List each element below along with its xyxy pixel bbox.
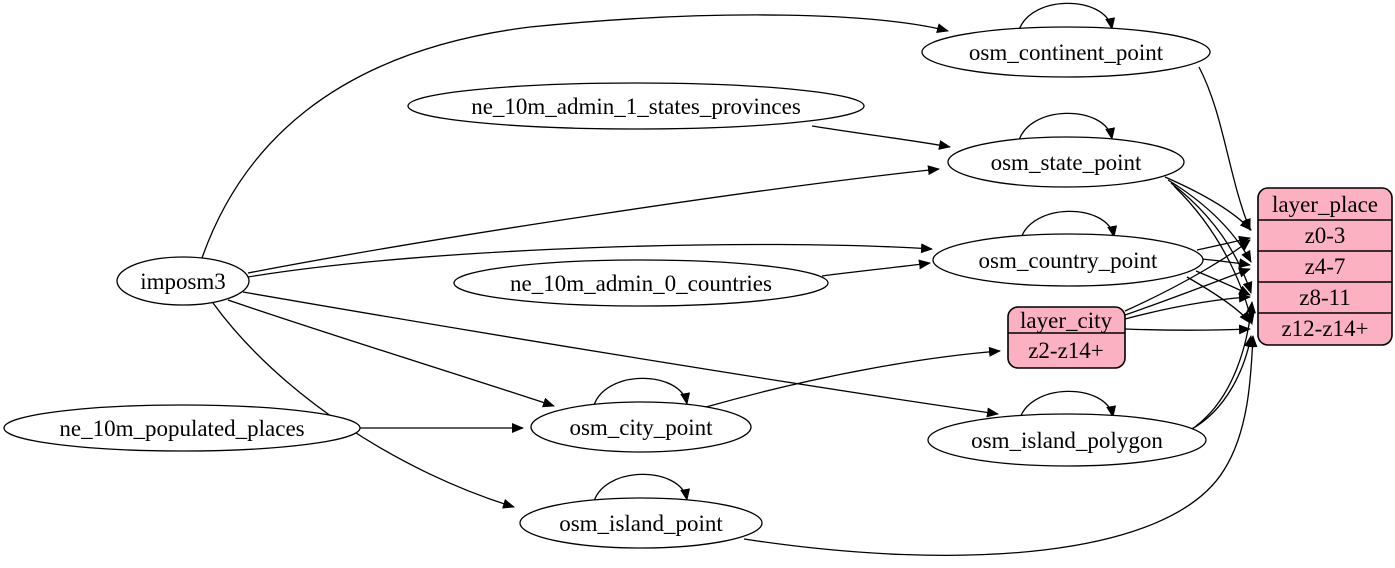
node-osm-city-point: osm_city_point [530, 401, 752, 453]
node-osm-island-polygon-shape [927, 413, 1207, 467]
node-osm-country-point-label: osm_country_point [979, 248, 1158, 273]
record-layer-place-shape [1257, 187, 1393, 346]
node-osm-state-point: osm_state_point [947, 136, 1185, 188]
node-imposm3-shape [116, 256, 250, 306]
edge-osm-state-point-layer-place-z8-11 [1170, 182, 1253, 294]
node-osm-island-point-label: osm_island_point [559, 511, 723, 536]
self-loop-osm-state-point [1017, 112, 1116, 145]
edge-imposm3-osm-island-point [212, 302, 515, 509]
node-osm-island-polygon-label: osm_island_polygon [971, 428, 1163, 453]
record-layer-city-row-z2-z14: z2-z14+ [1028, 338, 1104, 363]
node-ne-10m-populated-places: ne_10m_populated_places [3, 404, 361, 452]
edge-osm-island-polygon-layer-place-z12-z14 [1189, 335, 1254, 431]
edge-imposm3-osm-continent-point [201, 14, 949, 259]
edge-osm-country-point-layer-place-z0-3 [1196, 235, 1251, 251]
node-osm-city-point-shape [530, 401, 752, 453]
edge-osm-continent-point-layer-place-z0-3 [1198, 66, 1251, 231]
record-layer-place-title: layer_place [1272, 192, 1378, 217]
edge-imposm3-osm-island-polygon [242, 291, 999, 418]
node-osm-city-point-label: osm_city_point [569, 415, 713, 440]
node-osm-state-point-shape [947, 136, 1185, 188]
edge-osm-state-point-layer-place-z0-3 [1164, 176, 1252, 231]
node-osm-island-point: osm_island_point [519, 497, 763, 549]
edge-osm-state-point-layer-place-z4-7 [1167, 179, 1252, 263]
node-ne-10m-admin-0-countries-label: ne_10m_admin_0_countries [510, 271, 772, 296]
self-loop-osm-continent-point [1017, 2, 1116, 35]
edge-osm-country-point-layer-place-z12-z14 [1186, 276, 1251, 324]
record-layer-city: layer_city z2-z14+ [1007, 306, 1126, 369]
edge-layer-city-layer-place-z4-7 [1124, 267, 1251, 316]
record-layer-place-row-z4-7: z4-7 [1305, 254, 1346, 279]
edge-osm-country-point-layer-place-z4-7 [1201, 258, 1251, 269]
self-loop-osm-island-polygon [1018, 390, 1117, 423]
record-layer-place-row-z12-z14: z12-z14+ [1281, 316, 1368, 341]
self-loop-osm-city-point [592, 377, 691, 410]
node-osm-continent-point: osm_continent_point [921, 26, 1211, 78]
self-loop-osm-island-point [592, 473, 691, 506]
node-ne-10m-admin-1-states-provinces: ne_10m_admin_1_states_provinces [407, 82, 865, 130]
edge-ne-10m-admin-0-countries-osm-country-point [821, 259, 931, 277]
edge-imposm3-osm-state-point [247, 165, 940, 274]
node-imposm3-label: imposm3 [140, 269, 226, 294]
node-ne-10m-populated-places-shape [3, 404, 361, 452]
edge-osm-island-point-layer-place-z12-z14 [743, 335, 1258, 556]
node-osm-island-point-shape [519, 497, 763, 549]
edge-ne-10m-admin-1-states-provinces-osm-state-point [811, 125, 951, 150]
edge-layer-city-layer-place-z12-z14 [1124, 324, 1251, 335]
record-layer-place-row-z8-11: z8-11 [1299, 285, 1351, 310]
edge-osm-country-point-layer-place-z8-11 [1195, 270, 1251, 296]
self-loop-osm-country-point [1019, 210, 1118, 243]
node-ne-10m-admin-0-countries: ne_10m_admin_0_countries [453, 259, 829, 307]
node-osm-state-point-label: osm_state_point [991, 150, 1142, 175]
node-osm-continent-point-shape [921, 26, 1211, 78]
record-layer-place: layer_place z0-3 z4-7 z8-11 z12-z14+ [1257, 187, 1393, 346]
record-layer-city-title: layer_city [1020, 308, 1112, 333]
node-ne-10m-populated-places-label: ne_10m_populated_places [59, 416, 304, 441]
record-layer-place-row-z0-3: z0-3 [1305, 223, 1346, 248]
node-osm-country-point: osm_country_point [932, 233, 1204, 287]
node-osm-island-polygon: osm_island_polygon [927, 413, 1207, 467]
node-ne-10m-admin-1-states-provinces-label: ne_10m_admin_1_states_provinces [471, 94, 801, 119]
record-layer-city-shape [1007, 306, 1126, 369]
node-osm-country-point-shape [932, 233, 1204, 287]
node-imposm3: imposm3 [116, 256, 250, 306]
edge-osm-city-point-layer-city-z2-z14 [705, 346, 1001, 408]
node-ne-10m-admin-1-states-provinces-shape [407, 82, 865, 130]
node-osm-continent-point-label: osm_continent_point [969, 40, 1164, 65]
edge-layer-city-layer-place-z8-11 [1124, 292, 1251, 320]
edge-imposm3-osm-city-point [227, 299, 555, 408]
edge-imposm3-osm-country-point [247, 243, 933, 278]
node-ne-10m-admin-0-countries-shape [453, 259, 829, 307]
edge-layer-city-layer-place-z0-3 [1124, 239, 1251, 312]
edge-osm-island-polygon-layer-place-z8-11 [1195, 301, 1256, 427]
